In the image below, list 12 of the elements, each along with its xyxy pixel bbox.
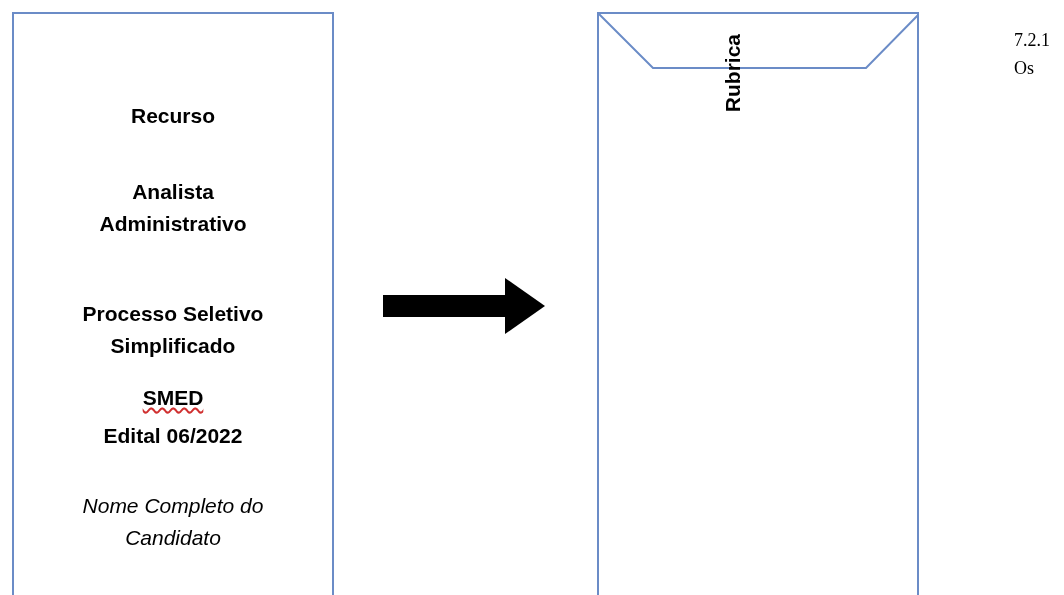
envelope-back (597, 12, 919, 595)
section-number: 7.2.1 (1014, 30, 1050, 51)
envelope-text: Nome Completo do Candidato (81, 493, 265, 551)
envelope-text: Rubrica (721, 34, 745, 113)
body-text: Os (1014, 58, 1034, 79)
envelope-text: Edital 06/2022 (102, 423, 244, 449)
envelope-text: Analista Administrativo (98, 179, 248, 237)
envelope-text: Processo Seletivo Simplificado (81, 301, 265, 359)
envelope-text: Recurso (130, 103, 216, 129)
envelope-front (12, 12, 334, 595)
arrow (383, 278, 545, 334)
envelope-text: SMED (142, 385, 204, 411)
